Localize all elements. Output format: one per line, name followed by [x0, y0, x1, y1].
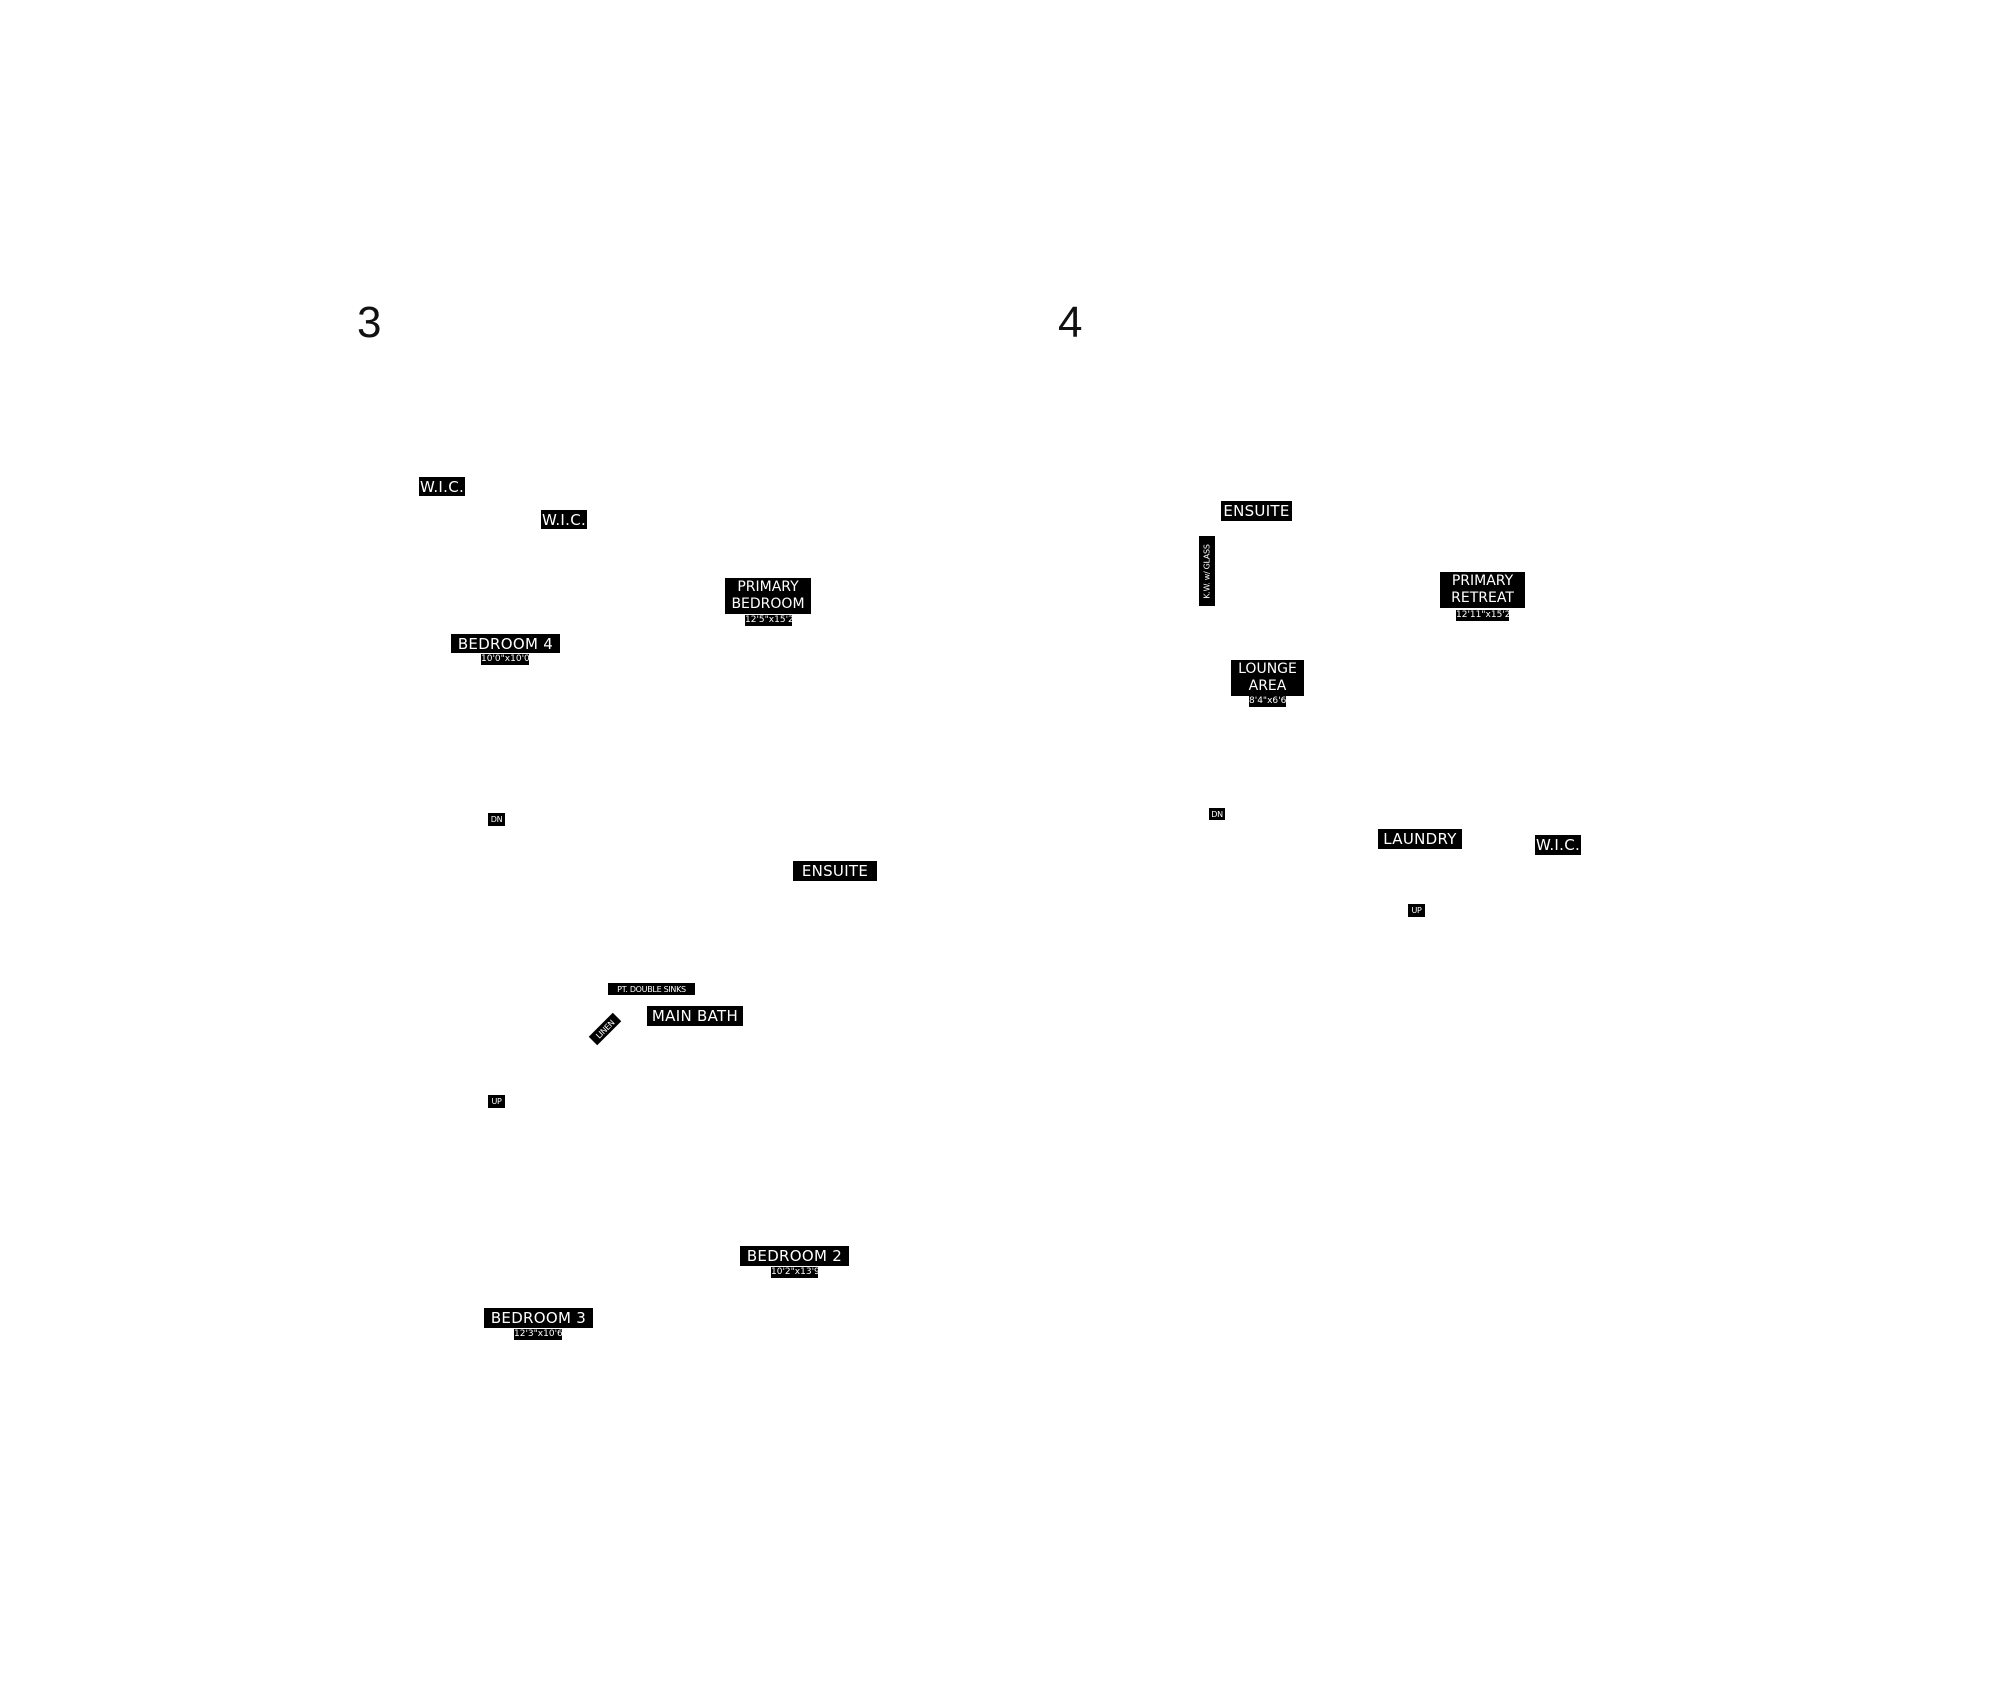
lounge-area-dimension: 8'4"x6'6"	[1249, 696, 1291, 707]
stair-up-label: UP	[488, 1095, 505, 1108]
lounge-area-line2: AREA	[1248, 678, 1287, 694]
kw-glass-text: K.W. w/ GLASS	[1202, 543, 1212, 599]
floor-number-4: 4	[1058, 298, 1083, 347]
primary-bedroom-label: PRIMARY BEDROOM	[725, 578, 811, 614]
primary-retreat-label: PRIMARY RETREAT	[1440, 572, 1525, 608]
bedroom-3-dimension: 12'3"x10'6"	[514, 1329, 567, 1340]
primary-retreat-dimension: 12'11"x15'2"	[1456, 610, 1515, 621]
main-bath-label: MAIN BATH	[647, 1006, 743, 1026]
wic-label-4: W.I.C.	[1535, 835, 1581, 855]
kw-glass-label: K.W. w/ GLASS	[1199, 536, 1215, 606]
ensuite-label-4: ENSUITE	[1221, 501, 1292, 521]
bedroom-4-label: BEDROOM 4	[451, 634, 560, 653]
stair-down-label: DN	[488, 813, 505, 826]
bedroom-4-dimension: 10'0"x10'0"	[481, 654, 534, 665]
bedroom-3-label: BEDROOM 3	[484, 1308, 593, 1328]
stair-up-label-4: UP	[1408, 904, 1425, 917]
ensuite-label: ENSUITE	[793, 861, 877, 881]
floor-number-3: 3	[357, 298, 382, 347]
lounge-area-label: LOUNGE AREA	[1231, 660, 1304, 696]
bedroom-2-label: BEDROOM 2	[740, 1246, 849, 1266]
linen-label: LINEN	[588, 1012, 622, 1046]
wic-label-2: W.I.C.	[541, 510, 587, 529]
primary-retreat-line1: PRIMARY	[1451, 573, 1514, 589]
double-sinks-label: PT. DOUBLE SINKS	[608, 983, 695, 995]
primary-bedroom-line1: PRIMARY	[737, 579, 799, 595]
stair-down-label-4: DN	[1209, 808, 1225, 820]
bedroom-2-dimension: 10'2"x13'9"	[771, 1267, 824, 1278]
laundry-label: LAUNDRY	[1378, 829, 1462, 849]
primary-bedroom-dimension: 12'5"x15'2"	[745, 615, 798, 626]
lounge-area-line1: LOUNGE	[1238, 661, 1297, 677]
primary-bedroom-line2: BEDROOM	[731, 596, 805, 612]
primary-retreat-line2: RETREAT	[1451, 590, 1514, 606]
wic-label-1: W.I.C.	[419, 477, 465, 496]
